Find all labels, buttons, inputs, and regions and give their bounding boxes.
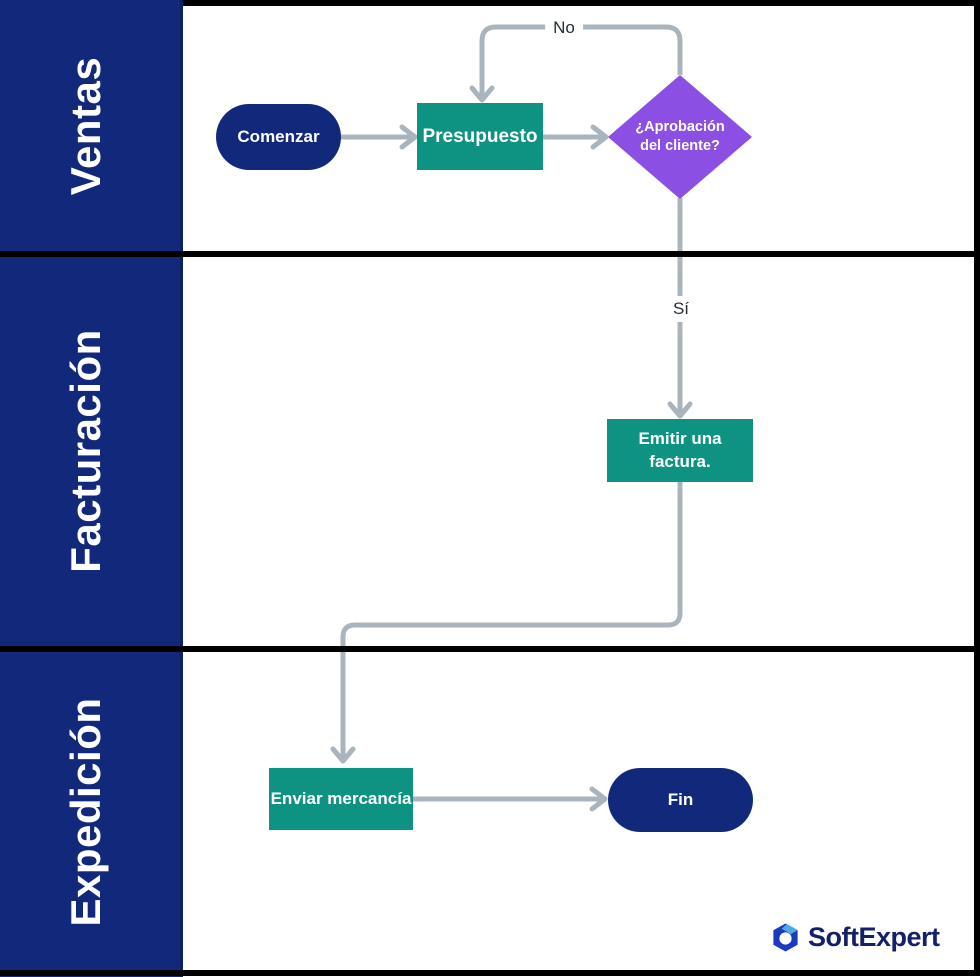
node-presupuesto-label: Presupuesto	[422, 125, 538, 147]
node-emitir-label-line1: Emitir una	[638, 428, 722, 448]
softexpert-logo-icon	[773, 923, 798, 952]
node-emitir-label-line2: factura.	[649, 451, 711, 471]
node-end-fin: Fin	[608, 768, 753, 832]
right-border	[974, 0, 980, 976]
top-border	[183, 0, 980, 6]
node-enviar-label: Enviar mercancía	[270, 788, 412, 808]
connector-emitir-enviar	[340, 482, 683, 759]
lane-header-column	[0, 0, 183, 977]
node-start-comenzar: Comenzar	[216, 104, 341, 170]
arrowhead-presupuesto	[399, 124, 418, 150]
node-process-presupuesto: Presupuesto	[417, 103, 543, 170]
arrowhead-enviar	[330, 746, 356, 764]
arrowhead-decision	[590, 124, 609, 150]
node-process-emitir-factura: Emitir una factura.	[607, 419, 753, 482]
node-fin-label: Fin	[667, 789, 694, 809]
edge-label-no: No	[545, 15, 583, 41]
lane-separator-1	[0, 251, 980, 257]
softexpert-logo-text: SoftExpert	[808, 922, 940, 952]
node-decision-label-line2: del cliente?	[640, 138, 720, 154]
lane-separator-2	[0, 646, 980, 652]
node-process-enviar-mercancia: Enviar mercancía	[269, 768, 413, 830]
arrowhead-emitir	[667, 401, 693, 419]
node-decision-label-line1: ¿Aprobación	[635, 119, 725, 136]
node-start-label: Comenzar	[237, 126, 320, 146]
bottom-border	[0, 970, 980, 976]
softexpert-logo: SoftExpert	[770, 922, 940, 953]
arrowhead-no-loop	[469, 85, 495, 103]
edge-label-si: Sí	[664, 296, 698, 322]
arrowhead-fin	[589, 786, 608, 812]
